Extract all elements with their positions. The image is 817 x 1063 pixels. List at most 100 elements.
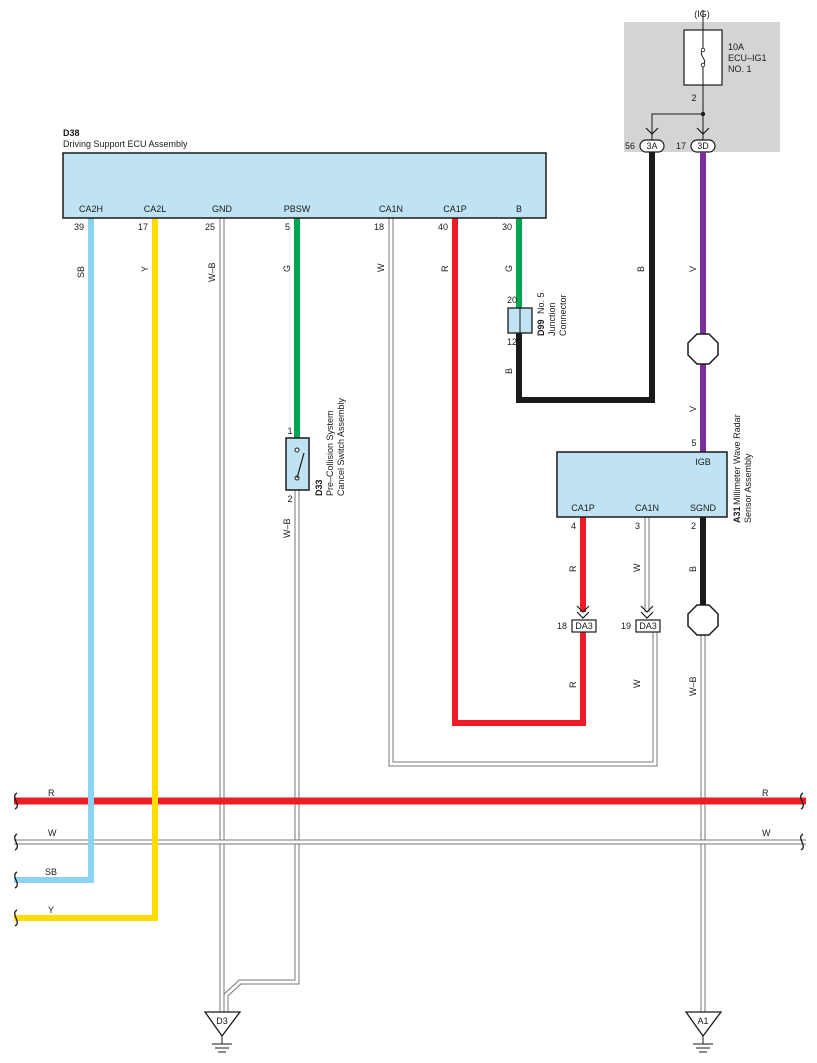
ground-d3-triangle[interactable] xyxy=(203,1011,242,1038)
da3-connector-19[interactable] xyxy=(635,619,661,633)
wire-label-da3-w: W xyxy=(632,679,642,688)
ground-a1-id: A1 xyxy=(697,1016,708,1026)
wire-label-b-g: G xyxy=(504,265,514,272)
connector-3a-id: 3A xyxy=(646,141,657,151)
wire-label-pbsw-g: G xyxy=(282,265,292,272)
ecu-pin-label: CA1N xyxy=(379,204,403,214)
wire-label-ig-b: B xyxy=(636,266,646,272)
bus-r-left-label: R xyxy=(48,788,55,798)
ecu-d38: D38 Driving Support ECU Assembly CA2H39C… xyxy=(62,128,547,232)
bus-sb-label: SB xyxy=(45,867,57,877)
da3-connectors: DA3 18 DA3 19 xyxy=(557,605,661,633)
wire-switch-w-b[interactable] xyxy=(224,490,299,1012)
fuse-rating: 10A xyxy=(728,42,744,52)
connector-3d-id: 3D xyxy=(697,141,709,151)
da3-19-number: 19 xyxy=(621,621,631,631)
da3-18-id: DA3 xyxy=(575,621,593,631)
wire-ca1n-w[interactable] xyxy=(389,218,657,766)
switch-body[interactable] xyxy=(285,437,310,491)
ecu-pin-number: 40 xyxy=(438,222,448,232)
wire-label-radar-b: B xyxy=(688,566,698,572)
wire-label-ig-v-top: V xyxy=(688,266,698,272)
da3-connector-18[interactable] xyxy=(571,619,597,633)
radar-line2: Sensor Assembly xyxy=(743,453,753,523)
ecu-pin-label: PBSW xyxy=(284,204,311,214)
octagon-ground-splice[interactable] xyxy=(687,604,719,636)
ecu-pin-label: CA1P xyxy=(443,204,467,214)
bus-y-label: Y xyxy=(48,905,54,915)
wire-splice-octagons xyxy=(687,333,719,636)
radar-pin-label: CA1N xyxy=(635,503,659,513)
switch-pin-top: 1 xyxy=(287,426,292,436)
ecu-pin-label: CA2H xyxy=(79,204,103,214)
wire-label-ig-v-bottom: V xyxy=(688,406,698,412)
wire-label-gnd-wb: W–B xyxy=(207,262,217,282)
wire-label-sb: SB xyxy=(76,266,86,278)
ground-d3-id: D3 xyxy=(216,1016,228,1026)
radar-pin-number: 4 xyxy=(571,521,576,531)
ecu-pin-number: 18 xyxy=(374,222,384,232)
wire-switch-w-b-outline xyxy=(223,490,300,1012)
octagon-v-splice[interactable] xyxy=(687,333,719,365)
radar-pin-label: CA1P xyxy=(571,503,595,513)
ecu-pin-number: 5 xyxy=(285,222,290,232)
ground-d3: D3 xyxy=(203,1011,242,1053)
radar-code: A31 xyxy=(732,506,742,523)
wire-junction-b[interactable] xyxy=(516,152,655,403)
wire-label-radar-r: R xyxy=(568,565,578,572)
radar-box[interactable] xyxy=(556,451,728,518)
ecu-pin-number: 30 xyxy=(502,222,512,232)
ground-a1-triangle[interactable] xyxy=(684,1011,723,1038)
switch-contact-icon xyxy=(296,452,305,479)
radar-top-pin-number: 5 xyxy=(691,438,696,448)
ecu-name: Driving Support ECU Assembly xyxy=(63,139,188,149)
ecu-pin-label: GND xyxy=(212,204,233,214)
ground-d3-icon xyxy=(212,1043,232,1053)
ig-label: (IG) xyxy=(694,9,710,19)
radar-line1: Millimeter Wave Radar xyxy=(732,414,742,505)
ecu-box[interactable] xyxy=(62,152,547,219)
junction-line3: Connector xyxy=(558,294,568,336)
wire-ca2h-sb[interactable] xyxy=(14,218,94,883)
ecu-pin-number: 39 xyxy=(74,222,84,232)
wires xyxy=(14,152,806,1012)
junction-code: D99 xyxy=(536,319,546,336)
radar-top-pin-label: IGB xyxy=(695,457,711,467)
bus-end-marks xyxy=(14,792,804,927)
radar-sensor-a31: IGB 5 CA1P 4 CA1N 3 SGND 2 A31 Millimeter Wav… xyxy=(556,414,753,531)
bus-r-right-label: R xyxy=(762,788,769,798)
fuse-number: NO. 1 xyxy=(728,64,752,74)
radar-pin-number: 3 xyxy=(635,521,640,531)
switch-code: D33 xyxy=(314,479,324,496)
wire-label-switch-wb: W–B xyxy=(282,518,292,538)
wire-label-da3-r: R xyxy=(568,681,578,688)
switch-d33: 1 2 D33 Pre–Collision System Cancel Swit… xyxy=(285,397,346,504)
wire-ca1p-r[interactable] xyxy=(452,218,586,726)
wire-ca2l-y[interactable] xyxy=(14,218,158,921)
ecu-pin-label: B xyxy=(516,204,522,214)
ecu-pin-label: CA2L xyxy=(144,204,167,214)
ecu-pin-number: 25 xyxy=(205,222,215,232)
wire-labels: SB Y W–B G W R G B B V V W–B R W B R W W… xyxy=(45,262,771,915)
wire-label-y: Y xyxy=(140,266,150,272)
fuse-name: ECU–IG1 xyxy=(728,53,767,63)
fuse-pin-number: 2 xyxy=(691,93,696,103)
ecu-pin-number: 17 xyxy=(138,222,148,232)
radar-pin-number: 2 xyxy=(691,521,696,531)
switch-pin-bottom: 2 xyxy=(287,494,292,504)
radar-pin-label: SGND xyxy=(690,503,717,513)
junction-pin-bottom: 12 xyxy=(507,337,517,347)
da3-18-number: 18 xyxy=(557,621,567,631)
wire-label-radar-w: W xyxy=(632,563,642,572)
wire-label-junction-b: B xyxy=(504,368,514,374)
ground-a1-icon xyxy=(693,1043,713,1053)
junction-connector-d99: 20 12 D99 No. 5 Junction Connector xyxy=(507,292,568,347)
wire-label-ca1n-w: W xyxy=(376,263,386,272)
connector-3d-number: 17 xyxy=(676,141,686,151)
bus-w-left-label: W xyxy=(48,828,57,838)
ig-power-section: (IG) 10A ECU–IG1 NO. 1 2 3A 56 3D 17 xyxy=(624,9,780,153)
bus-w-right-label: W xyxy=(762,828,771,838)
wire-label-radar-ground-wb: W–B xyxy=(688,676,698,696)
switch-line2: Cancel Switch Assembly xyxy=(336,397,346,496)
